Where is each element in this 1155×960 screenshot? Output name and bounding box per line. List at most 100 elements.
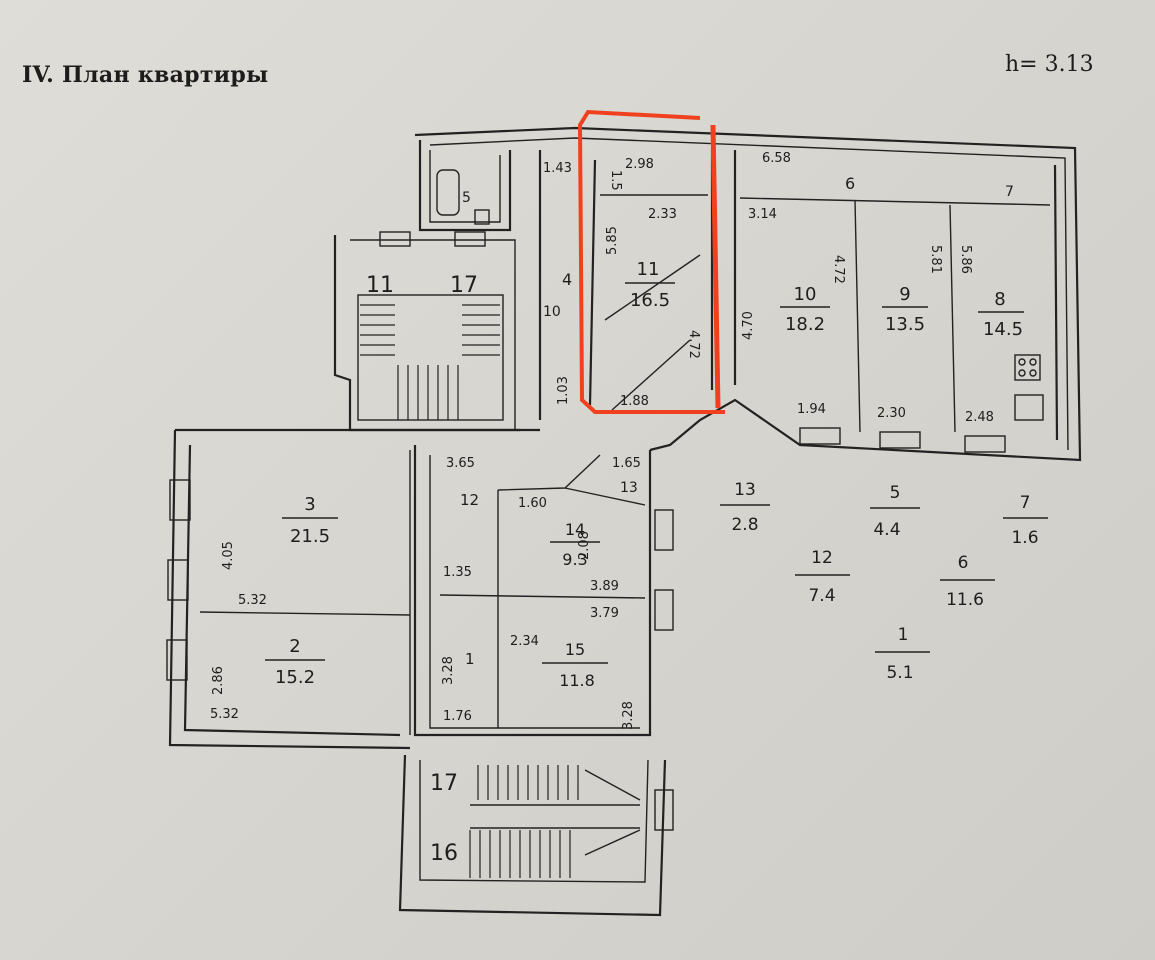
dim-2-30: 2.30 bbox=[877, 406, 906, 421]
room-11-number: 11 bbox=[637, 259, 660, 280]
dim-1-94: 1.94 bbox=[797, 402, 826, 417]
room-9-area: 13.5 bbox=[885, 314, 925, 335]
windows bbox=[166, 231, 1006, 831]
legend-6-area: 11.6 bbox=[946, 590, 984, 610]
dim-5-85: 5.85 bbox=[605, 226, 620, 255]
ceiling-height: h= 3.13 bbox=[1005, 52, 1094, 77]
dim-1-76: 1.76 bbox=[443, 709, 472, 724]
dim-3-89: 3.89 bbox=[590, 579, 619, 594]
legend-7: 7 1.6 bbox=[1003, 493, 1048, 548]
dim-3-14: 3.14 bbox=[748, 207, 777, 222]
plan-title: IV. План квартиры bbox=[22, 62, 269, 88]
room-6-number: 6 bbox=[845, 174, 855, 193]
legend-1: 1 5.1 bbox=[875, 625, 930, 683]
room-3-label: 3 21.5 bbox=[282, 494, 338, 547]
stair-top-11: 11 bbox=[366, 273, 394, 298]
legend-12-area: 7.4 bbox=[808, 586, 835, 606]
room-9-label: 9 13.5 bbox=[882, 284, 928, 335]
dim-4-72-b: 4.72 bbox=[831, 255, 846, 284]
legend-7-area: 1.6 bbox=[1011, 528, 1038, 548]
dim-5-86: 5.86 bbox=[958, 245, 973, 274]
room-5-number: 5 bbox=[462, 190, 471, 206]
dim-4-70: 4.70 bbox=[741, 311, 756, 340]
dim-1-35: 1.35 bbox=[443, 565, 472, 580]
legend-1-number: 1 bbox=[898, 625, 909, 645]
dim-2-98: 2.98 bbox=[625, 157, 654, 172]
legend-12-number: 12 bbox=[811, 548, 833, 568]
room-2-number: 2 bbox=[289, 636, 300, 657]
room-3-number: 3 bbox=[304, 494, 315, 515]
room-15-area: 11.8 bbox=[559, 671, 595, 690]
stair-bottom-16: 16 bbox=[430, 841, 458, 866]
room-1-number: 1 bbox=[465, 650, 475, 668]
room-2-area: 15.2 bbox=[275, 667, 315, 688]
room-4-number: 4 bbox=[562, 270, 572, 289]
dim-6-58: 6.58 bbox=[762, 151, 791, 166]
dim-5-32-a: 5.32 bbox=[238, 593, 267, 608]
room-7-number: 7 bbox=[1005, 184, 1014, 200]
dim-2-33: 2.33 bbox=[648, 207, 677, 222]
room-15-number: 15 bbox=[565, 640, 585, 659]
room-11-area: 16.5 bbox=[630, 290, 670, 311]
dim-4-05: 4.05 bbox=[221, 541, 236, 570]
legend-1-area: 5.1 bbox=[886, 663, 913, 683]
dim-5-81: 5.81 bbox=[928, 245, 943, 274]
room-3-area: 21.5 bbox=[290, 526, 330, 547]
room-9-number: 9 bbox=[899, 284, 910, 305]
legend-6: 6 11.6 bbox=[940, 553, 995, 610]
room-12-number: 12 bbox=[460, 491, 479, 509]
room-8-label: 8 14.5 bbox=[978, 289, 1024, 340]
room-10-number: 10 bbox=[794, 284, 817, 305]
stairs-bottom bbox=[469, 765, 641, 878]
area-legend: 13 2.8 5 4.4 7 1.6 12 7.4 6 bbox=[720, 480, 1048, 683]
dim-3-28-b: 3.28 bbox=[621, 701, 636, 730]
room-8-area: 14.5 bbox=[983, 319, 1023, 340]
room-2-label: 2 15.2 bbox=[265, 636, 325, 688]
partitions bbox=[199, 194, 1051, 735]
dim-2-48: 2.48 bbox=[965, 410, 994, 425]
room-10-area: 18.2 bbox=[785, 314, 825, 335]
dim-3-28-a: 3.28 bbox=[441, 656, 456, 685]
dim-5-32-b: 5.32 bbox=[210, 707, 239, 722]
stair-bottom-17: 17 bbox=[430, 771, 458, 796]
dim-4-72-a: 4.72 bbox=[686, 330, 701, 359]
fixtures bbox=[436, 169, 1044, 421]
legend-13-area: 2.8 bbox=[731, 515, 758, 535]
room-4-area: 10 bbox=[543, 304, 561, 320]
legend-5-area: 4.4 bbox=[873, 520, 900, 540]
room-10-label: 10 18.2 bbox=[780, 284, 830, 335]
dim-1-43: 1.43 bbox=[543, 161, 572, 176]
room-14-label: 14 9.3 bbox=[550, 520, 600, 569]
legend-5: 5 4.4 bbox=[870, 483, 920, 540]
room-13-number: 13 bbox=[620, 480, 638, 496]
dim-3-65: 3.65 bbox=[446, 456, 475, 471]
dim-2-08: 2.08 bbox=[577, 531, 592, 560]
dimensions: 1.43 2.98 1.5 2.33 5.85 4.72 1.88 6.58 3… bbox=[210, 151, 994, 730]
room-14-number: 14 bbox=[565, 520, 585, 539]
legend-12: 12 7.4 bbox=[795, 548, 850, 606]
stairs-top bbox=[357, 294, 504, 421]
legend-7-number: 7 bbox=[1020, 493, 1031, 513]
dim-1-88: 1.88 bbox=[620, 394, 649, 409]
legend-5-number: 5 bbox=[890, 483, 901, 503]
legend-6-number: 6 bbox=[958, 553, 969, 573]
room-highlight-side bbox=[710, 124, 721, 409]
room-8-number: 8 bbox=[994, 289, 1005, 310]
room-11-label: 11 16.5 bbox=[625, 259, 675, 311]
dim-1-5: 1.5 bbox=[608, 170, 623, 191]
legend-13-number: 13 bbox=[734, 480, 756, 500]
room-14-area: 9.3 bbox=[562, 550, 587, 569]
dim-2-86: 2.86 bbox=[211, 666, 226, 695]
outer-walls bbox=[168, 126, 1082, 917]
misc-labels: 4 10 5 6 7 12 13 1 11 17 17 16 bbox=[366, 174, 1014, 866]
room-15-label: 15 11.8 bbox=[542, 640, 608, 690]
dim-2-34: 2.34 bbox=[510, 634, 539, 649]
dim-3-79: 3.79 bbox=[590, 606, 619, 621]
stair-top-17: 17 bbox=[450, 273, 478, 298]
dim-1-03: 1.03 bbox=[556, 376, 571, 405]
room-labels: 11 16.5 10 18.2 9 13.5 8 14.5 3 bbox=[265, 259, 1024, 690]
dim-1-60: 1.60 bbox=[518, 496, 547, 511]
dim-1-65: 1.65 bbox=[612, 456, 641, 471]
